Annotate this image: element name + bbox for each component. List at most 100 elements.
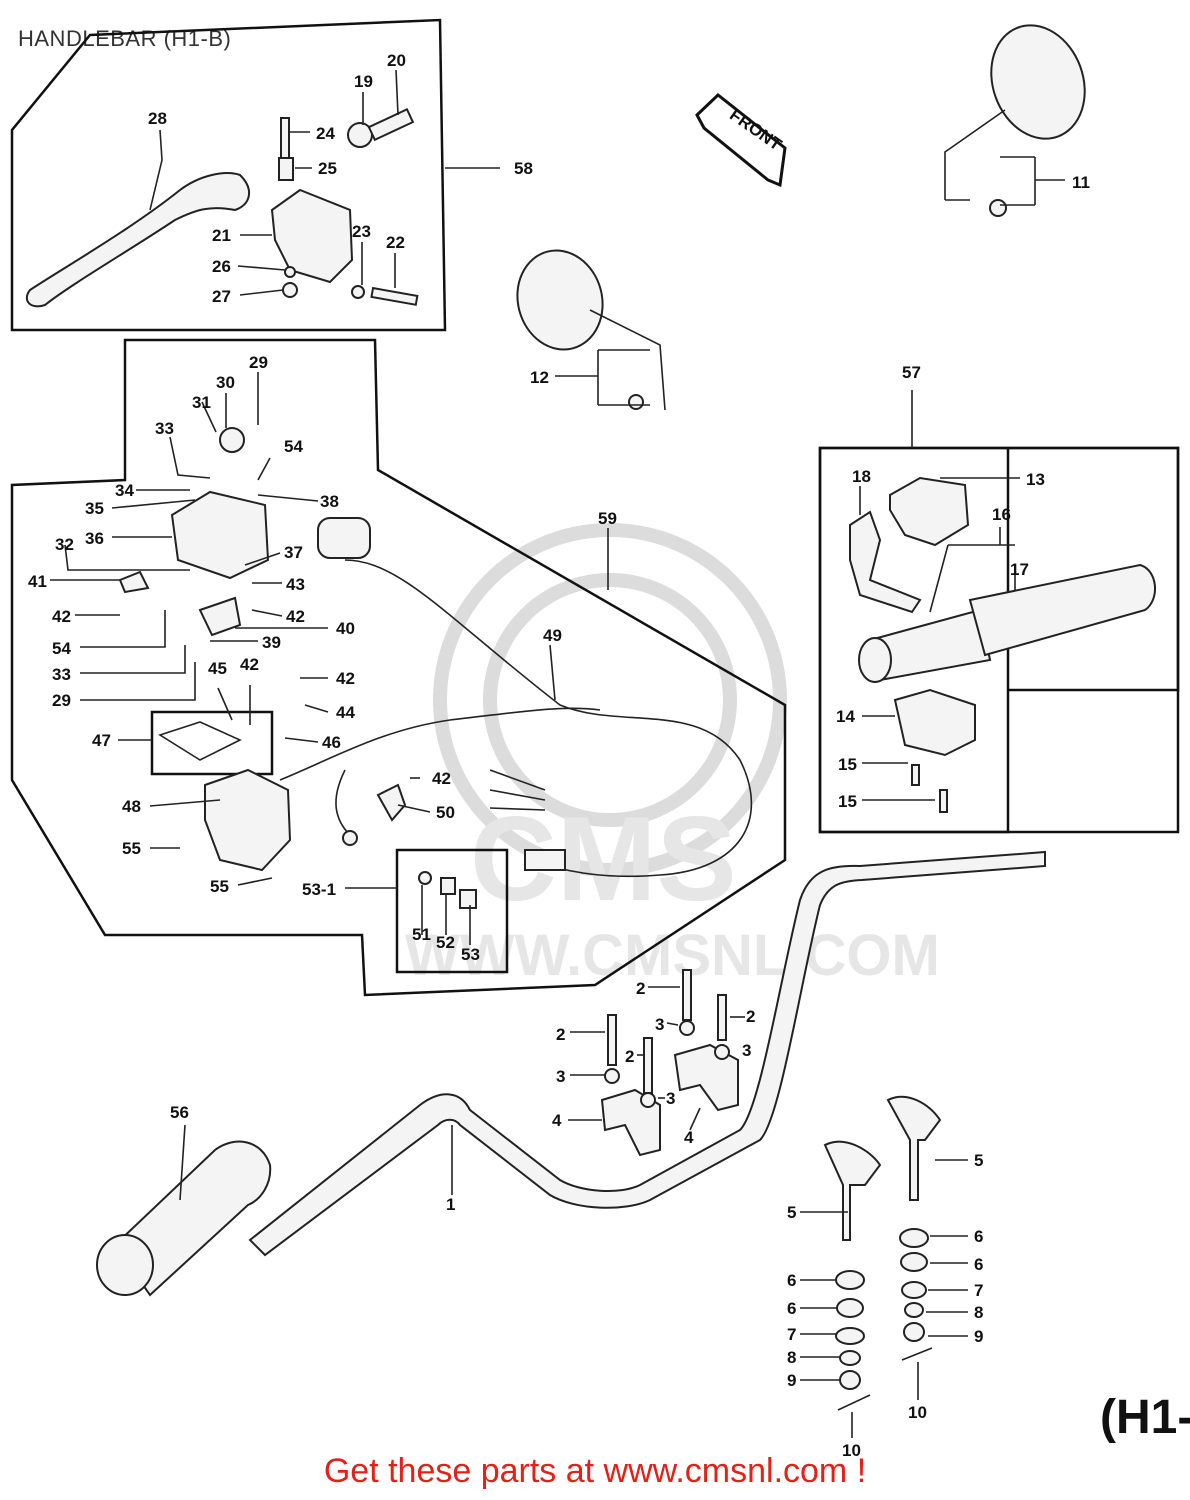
callout: 22 (386, 233, 405, 252)
callout: 17 (1010, 560, 1029, 579)
washer-7b (901, 1281, 927, 1299)
knob-30 (219, 427, 245, 453)
callout: 7 (974, 1281, 983, 1300)
adjuster-20 (367, 108, 415, 142)
callout: 44 (336, 703, 355, 722)
callout: 6 (787, 1271, 796, 1290)
callout: 15 (838, 755, 857, 774)
washer-7a (835, 1327, 865, 1345)
bolt-2a (607, 1014, 617, 1066)
callout: 45 (208, 659, 227, 678)
nut-27 (282, 282, 298, 298)
callout: 4 (684, 1128, 694, 1147)
callout-labels: 1 2 2 2 2 3 3 3 3 4 4 5 5 6 6 6 6 7 7 8 … (28, 51, 1090, 1460)
washer-6b (836, 1298, 864, 1318)
callout: 14 (836, 707, 855, 726)
callout: 38 (320, 492, 339, 511)
callout: 2 (556, 1025, 565, 1044)
callout: 7 (787, 1325, 796, 1344)
clutch-lever (25, 172, 250, 308)
callout: 39 (262, 633, 281, 652)
group-box-57-outline (818, 446, 1180, 834)
callout: 50 (436, 803, 455, 822)
callout: 2 (636, 979, 645, 998)
callout: 42 (336, 669, 355, 688)
callout: 10 (842, 1441, 861, 1460)
callout: 9 (787, 1371, 796, 1390)
callout: 13 (1026, 470, 1045, 489)
callout: 24 (316, 124, 335, 143)
bolt-2c (682, 969, 692, 1021)
callout: 29 (52, 691, 71, 710)
callout: 5 (974, 1151, 983, 1170)
cta-link[interactable]: Get these parts at www.cmsnl.com ! (323, 1452, 867, 1490)
lever-holder (270, 188, 354, 284)
callout: 55 (210, 877, 229, 896)
callout: 4 (552, 1111, 562, 1130)
callout: 10 (908, 1403, 927, 1422)
connector-plug (524, 849, 566, 871)
callout: 3 (655, 1015, 664, 1034)
callout: 15 (838, 792, 857, 811)
callout: 57 (902, 363, 921, 382)
callout: 8 (974, 1303, 983, 1322)
callout: 42 (286, 607, 305, 626)
callout: 55 (122, 839, 141, 858)
switch-lower-48 (204, 768, 292, 872)
group-box-47 (150, 710, 274, 776)
washer-26 (284, 266, 296, 278)
washer-23 (351, 285, 365, 299)
callout: 58 (514, 159, 533, 178)
callout: 53-1 (302, 880, 336, 899)
left-grip-end (96, 1234, 154, 1296)
callout: 11 (1072, 173, 1090, 192)
callout: 16 (992, 505, 1011, 524)
callout: 32 (55, 535, 74, 554)
callout: 18 (852, 467, 871, 486)
callout: 48 (122, 797, 141, 816)
wiring-branch (279, 707, 601, 781)
callout: 26 (212, 257, 231, 276)
front-arrow-icon: FRONT (695, 93, 787, 188)
watermark: CMS WWW.CMSNL.COM (405, 523, 940, 988)
callout: 49 (543, 626, 562, 645)
callout: 37 (284, 543, 303, 562)
bolt-24 (280, 117, 290, 159)
callout: 43 (286, 575, 305, 594)
pin-10a (837, 1394, 871, 1411)
part-40 (198, 596, 242, 637)
holder-4b (673, 1043, 739, 1112)
model-tag: (H1- (1100, 1391, 1190, 1444)
washer-3b (640, 1092, 656, 1108)
callout: 2 (625, 1047, 634, 1066)
callout: 2 (746, 1007, 755, 1026)
callout: 53 (461, 945, 480, 964)
callout: 25 (318, 159, 337, 178)
callout: 31 (192, 393, 211, 412)
callout: 56 (170, 1103, 189, 1122)
washer-8a (839, 1350, 861, 1366)
callout: 54 (52, 639, 71, 658)
washer-6d (900, 1252, 928, 1272)
left-grip-56 (113, 1140, 272, 1297)
callout: 36 (85, 529, 104, 548)
bracket-47 (158, 721, 242, 761)
callout: 1 (446, 1195, 455, 1214)
washer-3d (714, 1044, 730, 1060)
group-box-58 (10, 18, 447, 332)
clamp-50 (376, 783, 407, 822)
collar-25 (278, 157, 294, 181)
washer-3a (604, 1068, 620, 1084)
grommet (342, 830, 358, 846)
mirror-11 (944, 24, 1086, 217)
callout: 34 (115, 481, 134, 500)
grip-end (858, 637, 892, 683)
riser-5b (886, 1095, 942, 1201)
callout: 5 (787, 1203, 796, 1222)
washer-8b (904, 1302, 924, 1318)
callout: 19 (354, 72, 373, 91)
part-41 (118, 570, 150, 594)
sleeve-52 (440, 877, 456, 895)
screw-15a (911, 764, 920, 786)
